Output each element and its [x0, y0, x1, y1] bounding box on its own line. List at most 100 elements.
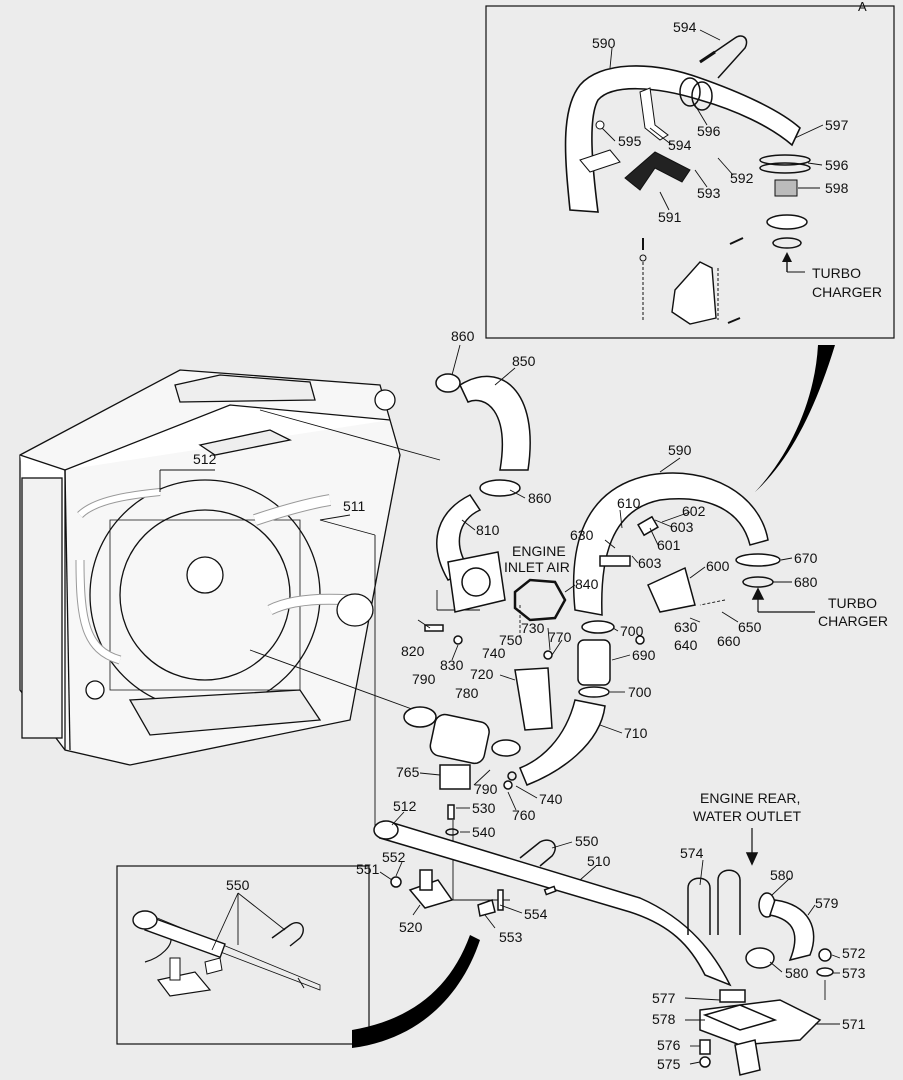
hose-590-inset [564, 65, 801, 213]
label-579: 579 [815, 895, 839, 911]
label-630: 630 [570, 527, 594, 543]
label-770: 770 [548, 629, 572, 645]
label-592: 592 [730, 170, 754, 186]
u-bolt-594 [699, 35, 748, 79]
label-765: 765 [396, 764, 420, 780]
label-510: 510 [587, 853, 611, 869]
label-603: 603 [670, 519, 694, 535]
water-outlet-line1: ENGINE REAR, [700, 790, 800, 806]
inset-bottom: 550 [116, 865, 370, 1045]
turbo-note-line2: CHARGER [812, 284, 882, 300]
label-860b: 860 [528, 490, 552, 506]
turbo-line2: CHARGER [818, 613, 888, 629]
label-573: 573 [842, 965, 866, 981]
label-860: 860 [451, 328, 475, 344]
inset-a: A [485, 0, 895, 339]
strap-591 [624, 151, 691, 191]
label-600: 600 [706, 558, 730, 574]
label-610: 610 [617, 495, 641, 511]
label-710: 710 [624, 725, 648, 741]
inset-letter: A [858, 0, 867, 14]
radiator-assembly [19, 369, 401, 766]
label-830: 830 [440, 657, 464, 673]
label-594b: 594 [668, 137, 692, 153]
label-602: 602 [682, 503, 706, 519]
label-550-inset: 550 [226, 877, 250, 893]
main-labels: 860 850 512 511 860 810 590 610 602 630 … [193, 328, 888, 1072]
label-571: 571 [842, 1016, 866, 1032]
label-740: 740 [482, 645, 506, 661]
coupler-598 [774, 179, 798, 197]
label-580: 580 [770, 867, 794, 883]
bracket-594 [639, 87, 669, 141]
label-650: 650 [738, 619, 762, 635]
label-750: 750 [499, 632, 523, 648]
label-591: 591 [658, 209, 682, 225]
label-595: 595 [618, 133, 642, 149]
label-790: 790 [412, 671, 436, 687]
main-leaders [159, 409, 510, 901]
label-700: 700 [620, 623, 644, 639]
label-740b: 740 [539, 791, 563, 807]
label-810: 810 [476, 522, 500, 538]
label-660: 660 [717, 633, 741, 649]
label-596: 596 [697, 123, 721, 139]
label-840: 840 [575, 576, 599, 592]
label-580b: 580 [785, 965, 809, 981]
label-760: 760 [512, 807, 536, 823]
label-850: 850 [512, 353, 536, 369]
label-572: 572 [842, 945, 866, 961]
callout-swoosh-bottom [352, 935, 480, 1048]
label-630b: 630 [674, 619, 698, 635]
turbo-line1: TURBO [828, 595, 877, 611]
label-520: 520 [399, 919, 423, 935]
inset-a-labels: 594 590 595 594 596 597 596 592 593 598 … [592, 19, 882, 300]
clamp-596-b [691, 81, 713, 111]
label-670: 670 [794, 550, 818, 566]
label-577: 577 [652, 990, 676, 1006]
label-575: 575 [657, 1056, 681, 1072]
label-590: 590 [668, 442, 692, 458]
clamp-596-a [679, 77, 701, 107]
label-700b: 700 [628, 684, 652, 700]
label-730: 730 [521, 620, 545, 636]
label-511: 511 [343, 498, 366, 514]
mount-bracket-inset [671, 261, 717, 325]
label-596b: 596 [825, 157, 849, 173]
label-820: 820 [401, 643, 425, 659]
callout-swoosh-top [755, 345, 835, 492]
label-603b: 603 [638, 555, 662, 571]
label-780: 780 [455, 685, 479, 701]
label-594: 594 [673, 19, 697, 35]
label-554: 554 [524, 906, 548, 922]
label-593: 593 [697, 185, 721, 201]
label-550: 550 [575, 833, 599, 849]
engine-inlet-line1: ENGINE [512, 543, 566, 559]
engine-inlet-line2: INLET AIR [504, 559, 570, 575]
label-597: 597 [825, 117, 849, 133]
label-551: 551 [356, 861, 380, 877]
bracket-595 [579, 149, 621, 173]
label-576: 576 [657, 1037, 681, 1053]
label-690: 690 [632, 647, 656, 663]
label-530: 530 [472, 800, 496, 816]
main-parts [373, 373, 834, 1076]
label-553: 553 [499, 929, 523, 945]
turbo-note-line1: TURBO [812, 265, 861, 281]
label-640: 640 [674, 637, 698, 653]
label-512: 512 [193, 451, 217, 467]
label-598: 598 [825, 180, 849, 196]
label-680: 680 [794, 574, 818, 590]
water-outlet-line2: WATER OUTLET [693, 808, 802, 824]
label-590: 590 [592, 35, 616, 51]
label-790b: 790 [474, 781, 498, 797]
label-601: 601 [657, 537, 681, 553]
label-574: 574 [680, 845, 704, 861]
label-720: 720 [470, 666, 494, 682]
label-578: 578 [652, 1011, 676, 1027]
label-512b: 512 [393, 798, 417, 814]
label-552: 552 [382, 849, 406, 865]
label-540: 540 [472, 824, 496, 840]
